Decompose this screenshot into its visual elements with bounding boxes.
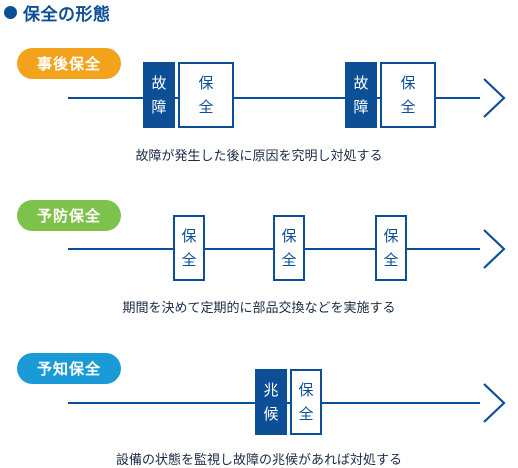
caption-corrective: 故障が発生した後に原因を究明し対処する xyxy=(135,149,383,164)
box-maintenance-a: 保 全 xyxy=(173,215,205,281)
box-sign: 兆 候 xyxy=(255,369,287,435)
box-char: 全 xyxy=(298,405,314,423)
box-char: 兆 xyxy=(263,381,279,399)
caption-predictive: 設備の状態を監視し故障の兆候があれば対処する xyxy=(115,453,402,468)
box-maintenance-2: 保 全 xyxy=(380,62,436,128)
arrow-head-icon xyxy=(483,229,506,269)
pill-corrective-maintenance: 事後保全 xyxy=(17,48,121,79)
box-char: 保 xyxy=(298,381,314,399)
box-char: 全 xyxy=(281,251,297,269)
box-char: 保 xyxy=(383,227,399,245)
box-maintenance-b: 保 全 xyxy=(273,215,305,281)
box-char: 全 xyxy=(383,251,399,269)
bullet-dot-icon xyxy=(4,5,17,19)
box-char: 全 xyxy=(198,98,214,116)
pill-preventive-maintenance: 予防保全 xyxy=(17,200,121,231)
pill-predictive-maintenance: 予知保全 xyxy=(17,353,121,384)
box-maintenance-c: 保 全 xyxy=(375,215,407,281)
box-failure-2: 故 障 xyxy=(345,62,377,128)
caption-preventive: 期間を決めて定期的に部品交換などを実施する xyxy=(122,301,396,316)
timeline-line-1 xyxy=(68,97,480,99)
arrow-head-icon xyxy=(483,78,506,118)
box-char: 障 xyxy=(151,98,167,116)
arrow-head-icon xyxy=(483,383,506,423)
box-maintenance-p: 保 全 xyxy=(290,369,322,435)
box-maintenance-1: 保 全 xyxy=(178,62,234,128)
box-char: 全 xyxy=(400,98,416,116)
box-char: 保 xyxy=(181,227,197,245)
box-char: 保 xyxy=(400,74,416,92)
box-char: 保 xyxy=(198,74,214,92)
diagram-title: 保全の形態 xyxy=(4,0,111,25)
box-char: 故 xyxy=(353,74,369,92)
box-char: 障 xyxy=(353,98,369,116)
box-char: 候 xyxy=(263,405,279,423)
box-char: 全 xyxy=(181,251,197,269)
box-failure-1: 故 障 xyxy=(143,62,175,128)
box-char: 故 xyxy=(151,74,167,92)
title-text: 保全の形態 xyxy=(23,4,111,25)
box-char: 保 xyxy=(281,227,297,245)
